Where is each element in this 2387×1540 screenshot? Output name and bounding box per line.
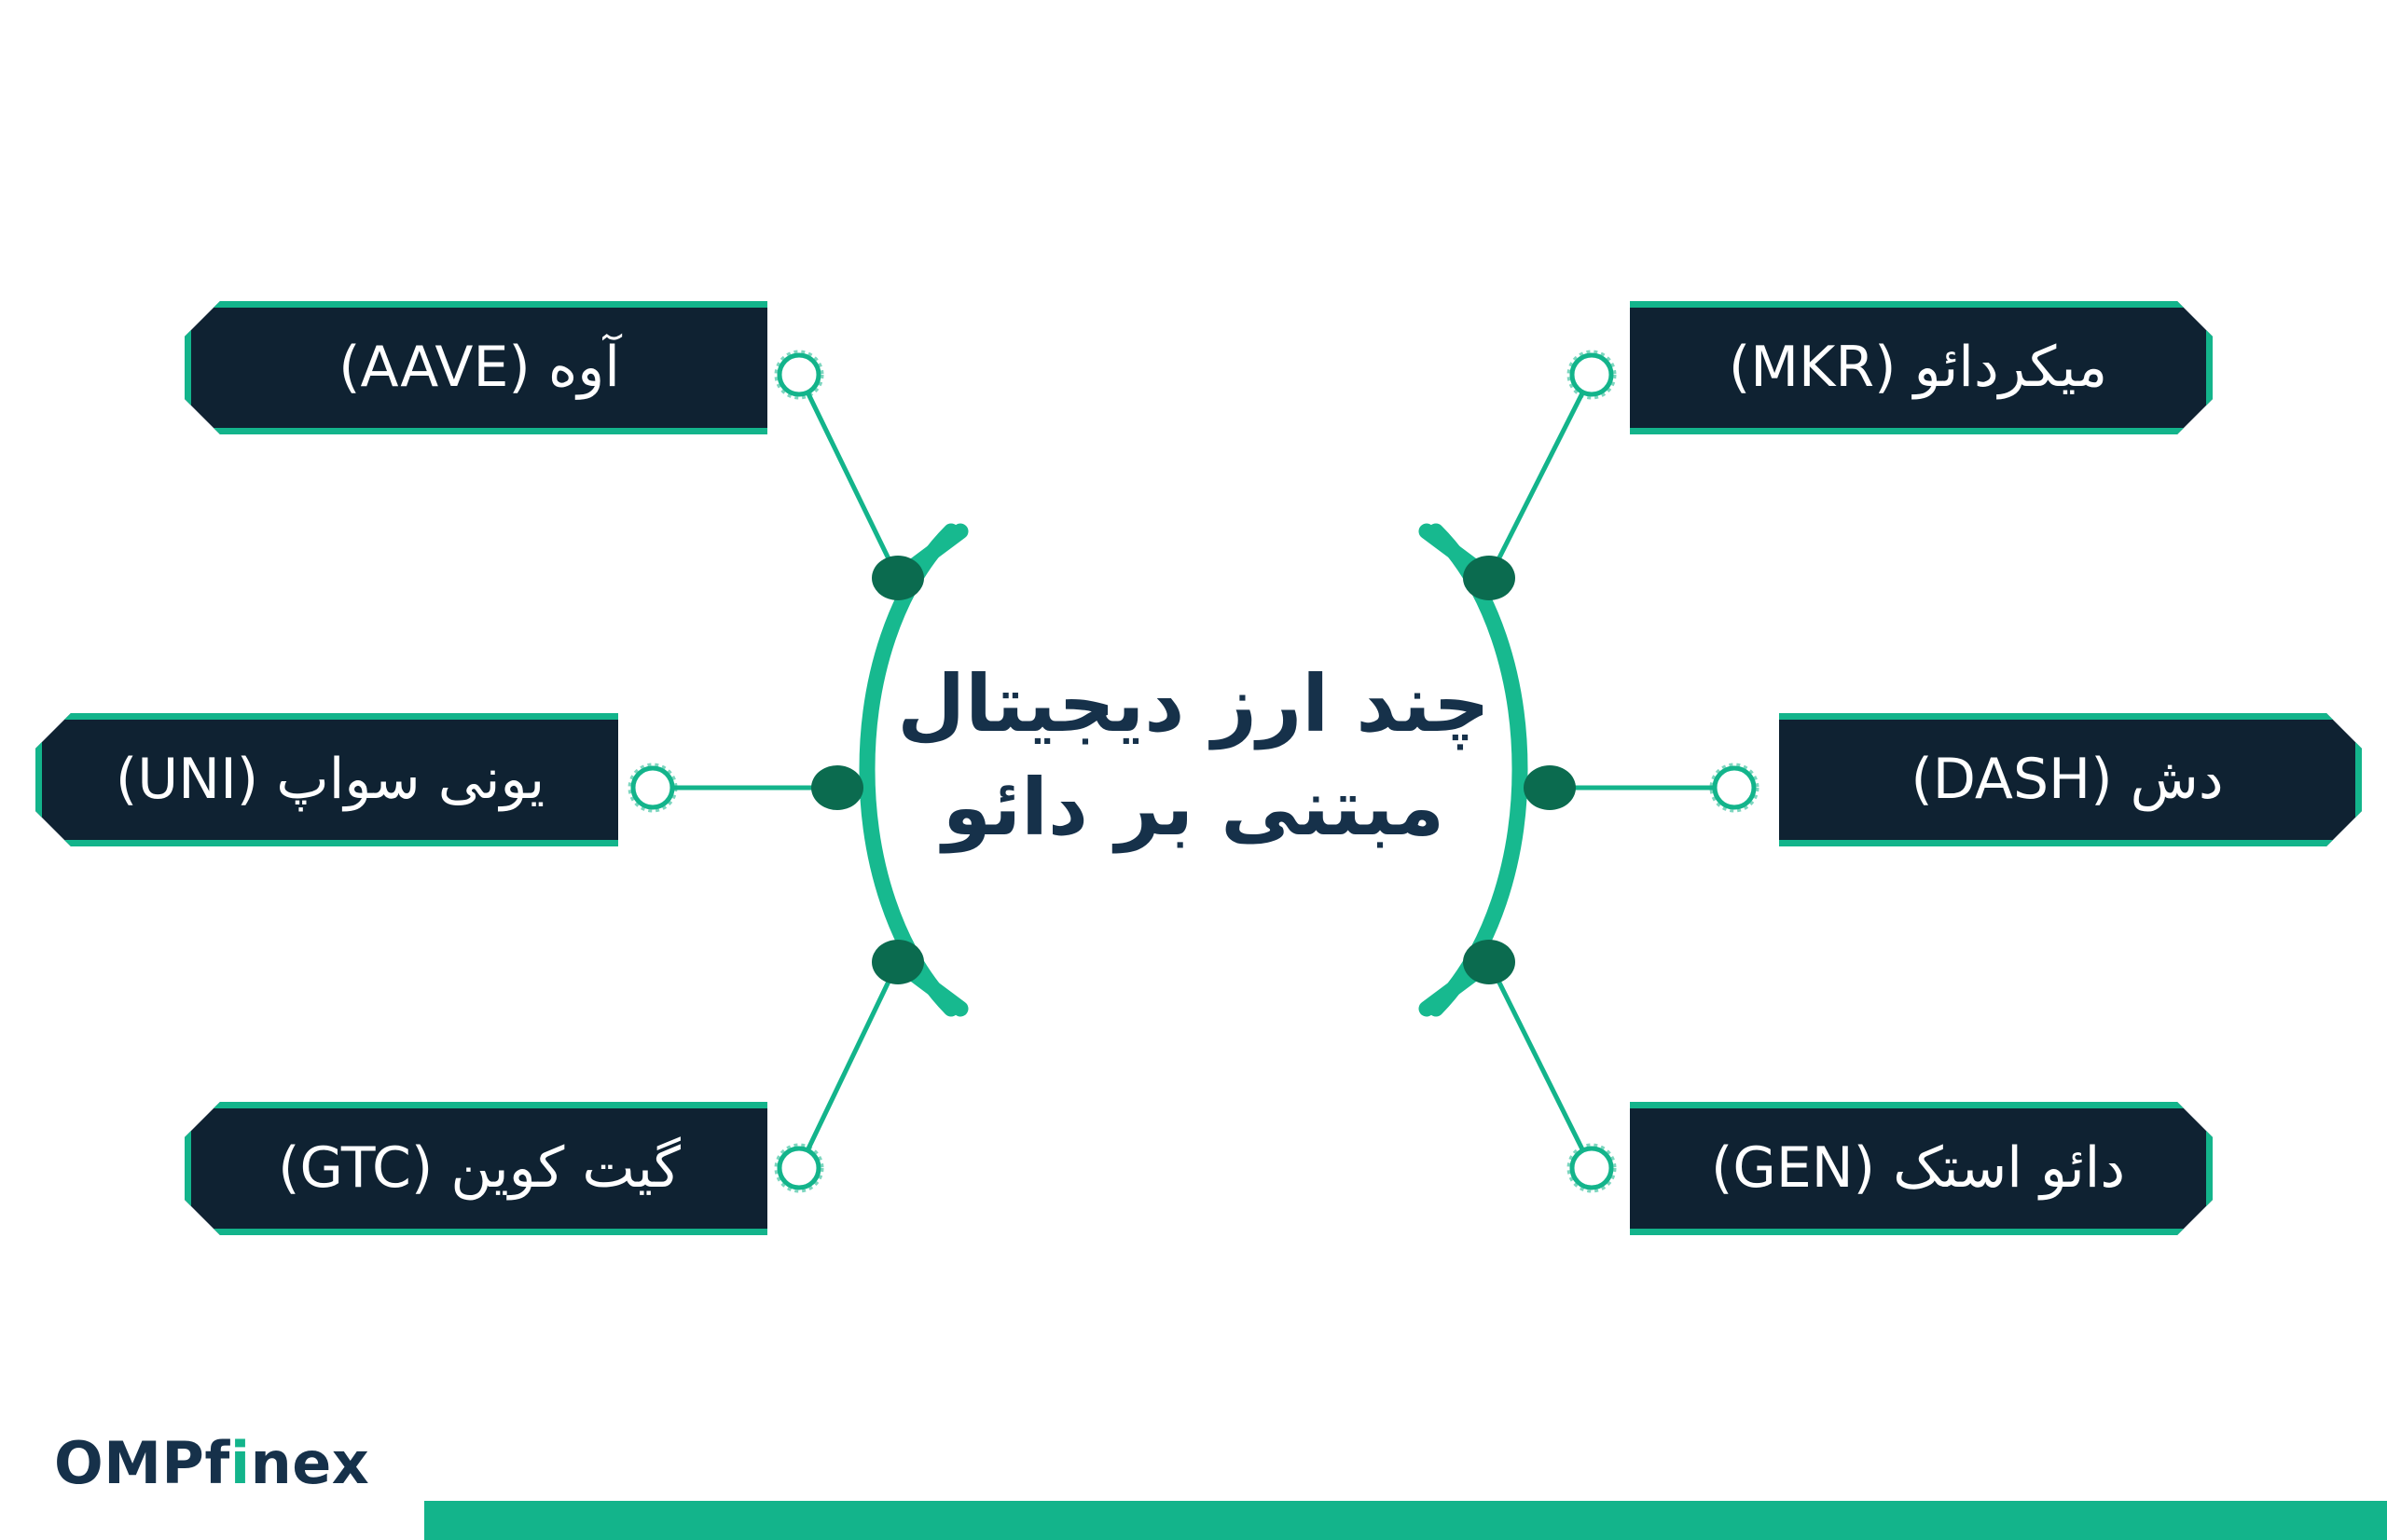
brand-accent-letter: i xyxy=(229,1429,251,1497)
endpoint-circle-mkr xyxy=(1566,350,1617,400)
node-gtc[interactable]: گیت کوین (GTC) xyxy=(185,1102,767,1235)
connector-line-aave xyxy=(796,373,901,580)
endpoint-circle-aave xyxy=(774,350,824,400)
node-gen[interactable]: دائو استک (GEN) xyxy=(1630,1102,2213,1235)
node-gen-label: دائو استک (GEN) xyxy=(1710,1135,2126,1201)
endpoint-circle-uni xyxy=(628,763,678,813)
right-arc-bottom-stub xyxy=(1418,954,1497,1017)
left-arc-bottom-stub xyxy=(890,954,969,1017)
connector-line-gen xyxy=(1486,960,1594,1170)
node-aave[interactable]: آوه (AAVE) xyxy=(185,301,767,434)
endpoint-circle-gen xyxy=(1566,1143,1617,1193)
brand-suffix: nex xyxy=(250,1429,370,1497)
node-mkr[interactable]: میکردائو (MKR) xyxy=(1630,301,2213,434)
node-mkr-label: میکردائو (MKR) xyxy=(1728,335,2108,400)
footer-accent-bar xyxy=(424,1501,2387,1540)
center-title-line-1: چند ارز دیجیتال xyxy=(897,658,1490,749)
node-gtc-label: گیت کوین (GTC) xyxy=(278,1135,681,1201)
hub-dot-aave xyxy=(872,556,924,600)
node-dash[interactable]: دش (DASH) xyxy=(1779,713,2362,846)
node-uni[interactable]: یونی سواپ (UNI) xyxy=(35,713,618,846)
center-title-line-2: مبتنی بر دائو xyxy=(942,761,1445,853)
hub-dot-gtc xyxy=(872,940,924,984)
hub-dot-mkr xyxy=(1463,556,1515,600)
endpoint-circle-gtc xyxy=(774,1143,824,1193)
ompfinex-logo: OMPfinex xyxy=(54,1429,369,1497)
center-title: چند ارز دیجیتال مبتنی بر دائو xyxy=(821,653,1566,859)
endpoint-circle-dash xyxy=(1709,763,1759,813)
node-uni-label: یونی سواپ (UNI) xyxy=(115,747,545,812)
node-dash-label: دش (DASH) xyxy=(1911,747,2224,812)
connector-line-mkr xyxy=(1486,373,1594,580)
hub-dot-gen xyxy=(1463,940,1515,984)
left-arc-top-stub xyxy=(890,523,969,586)
connector-line-gtc xyxy=(796,960,901,1170)
right-arc-top-stub xyxy=(1418,523,1497,586)
node-aave-label: آوه (AAVE) xyxy=(338,335,620,400)
brand-prefix: OMPf xyxy=(54,1429,230,1497)
